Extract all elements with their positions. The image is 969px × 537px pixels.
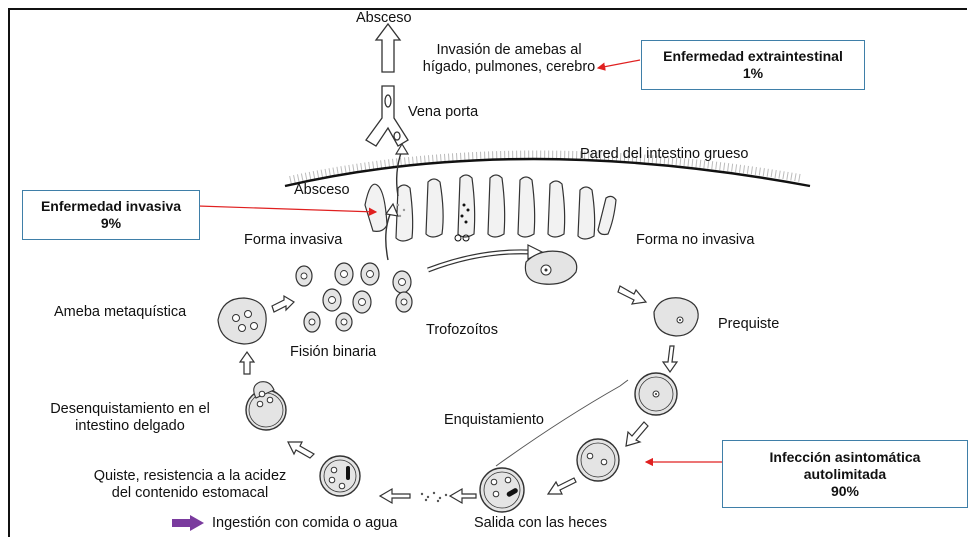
label-absceso-top: Absceso: [356, 10, 412, 27]
portal-vein: [366, 86, 408, 146]
arrow-feces-to-cyst: [380, 489, 410, 503]
box-enfermedad-extraintestinal: Enfermedad extraintestinal 1%: [641, 40, 865, 90]
label-desenquistamiento: Desenquistamiento en el intestino delgad…: [32, 401, 228, 435]
metacystic-amoeba: [218, 298, 266, 344]
purple-right-arrow-icon: [170, 514, 206, 532]
label-prequiste: Prequiste: [718, 316, 779, 333]
box-infeccion-asintomatica: Infección asintomática autolimitada 90%: [722, 440, 968, 508]
label-quiste-line2: del contenido estomacal: [74, 485, 306, 502]
label-forma-no-invasiva: Forma no invasiva: [636, 232, 754, 249]
label-ingestion: Ingestión con comida o agua: [212, 515, 397, 532]
box-asintomatica-title: Infección asintomática: [770, 449, 921, 466]
arrow-heces: [450, 489, 476, 503]
box-enfermedad-invasiva: Enfermedad invasiva 9%: [22, 190, 200, 240]
box-invasiva-title: Enfermedad invasiva: [41, 198, 181, 215]
label-quiste: Quiste, resistencia a la acidez del cont…: [74, 468, 306, 502]
label-salida: Salida con las heces: [474, 515, 607, 532]
box-extraintestinal-percent: 1%: [743, 65, 763, 82]
box-asintomatica-subtitle: autolimitada: [804, 466, 886, 483]
precyst: [654, 298, 698, 336]
label-pared: Pared del intestino grueso: [580, 146, 748, 163]
pointer-extraintestinal: [598, 60, 640, 68]
arrow-noninv-to-precyst: [618, 286, 646, 304]
label-invasion-line2: hígado, pulmones, cerebro: [414, 59, 604, 76]
excysting-amoeba: [246, 382, 286, 430]
intestine-wall-line: [285, 159, 810, 186]
feces-cyst: [480, 468, 524, 512]
label-desenq-line2: intestino delgado: [32, 418, 228, 435]
box-asintomatica-percent: 90%: [831, 483, 859, 500]
arrow-cyst1-to-cyst2: [626, 422, 648, 446]
arrow-desenq-to-meta: [240, 352, 254, 374]
box-extraintestinal-title: Enfermedad extraintestinal: [663, 48, 843, 65]
pointer-invasiva: [198, 206, 376, 212]
label-absceso-mid: Absceso: [294, 182, 350, 199]
label-vena-porta: Vena porta: [408, 104, 478, 121]
arrow-meta-to-fision: [272, 296, 294, 312]
label-trofozoitos: Trofozoítos: [426, 322, 498, 339]
arrow-cyst4-to-feces: [548, 478, 576, 494]
fecal-dots: [421, 492, 447, 502]
label-invasion: Invasión de amebas al hígado, pulmones, …: [414, 42, 604, 76]
uninucleate-cyst: [635, 373, 677, 415]
label-forma-invasiva: Forma invasiva: [244, 232, 342, 249]
noninvasive-trophozoite: [525, 251, 576, 284]
up-arrow-absceso: [376, 24, 400, 72]
label-desenq-line1: Desenquistamiento en el: [32, 401, 228, 418]
box-invasiva-percent: 9%: [101, 215, 121, 232]
label-fision-binaria: Fisión binaria: [290, 344, 376, 361]
label-quiste-line1: Quiste, resistencia a la acidez: [74, 468, 306, 485]
arrow-precyst-to-cyst: [663, 346, 677, 372]
binucleate-cyst: [577, 439, 619, 481]
ingested-cyst: [320, 456, 360, 496]
label-ameba-metaquistica: Ameba metaquística: [54, 304, 186, 321]
intestinal-villi: [365, 175, 616, 241]
label-invasion-line1: Invasión de amebas al: [414, 42, 604, 59]
label-enquistamiento: Enquistamiento: [444, 412, 544, 429]
arrow-cyst-to-desenq: [288, 442, 314, 458]
